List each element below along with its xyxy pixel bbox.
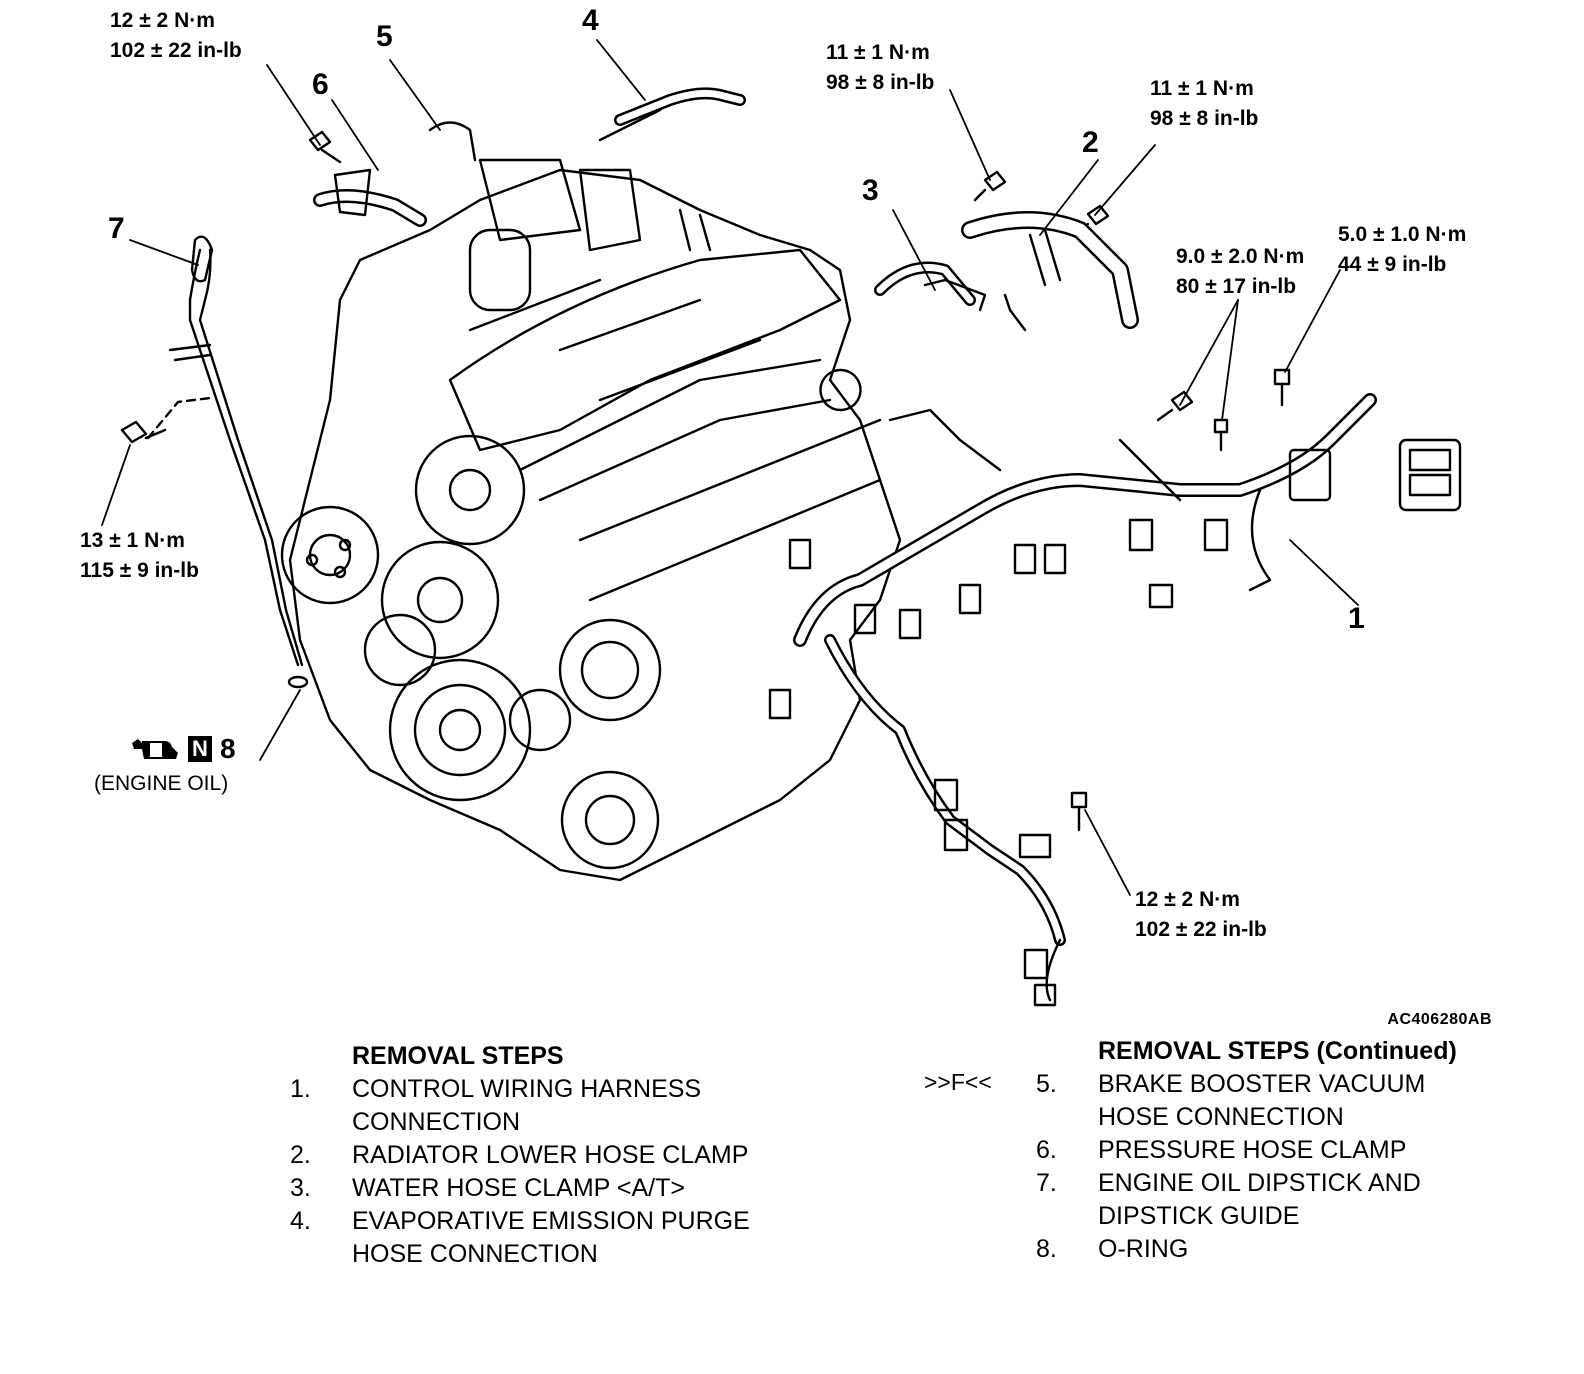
step-item: 7. ENGINE OIL DIPSTICK AND DIPSTICK GUIDE [1036,1167,1498,1233]
step-number: 8. [1036,1235,1057,1263]
step-number: 7. [1036,1169,1057,1197]
step-text: PRESSURE HOSE CLAMP [1098,1136,1407,1164]
callout-4: 4 [582,4,599,37]
callout-1: 1 [1348,602,1365,635]
torque-inlb: 115 ± 9 in-lb [80,559,199,582]
torque-nm: 9.0 ± 2.0 N·m [1176,245,1305,268]
removal-steps-heading: REMOVAL STEPS [352,1042,564,1070]
torque-inlb: 102 ± 22 in-lb [1135,918,1267,941]
torque-label: 13 ± 1 N·m 115 ± 9 in-lb [80,526,199,586]
service-mark: >>F<< [924,1069,992,1095]
leader-lines [101,39,1359,896]
new-part-mark: N [188,736,212,762]
step-number: 1. [290,1075,311,1103]
torque-nm: 11 ± 1 N·m [1150,77,1254,100]
step-number: 5. [1036,1070,1057,1098]
wiring-harness [768,393,1462,1007]
removal-steps-continued-heading: REMOVAL STEPS (Continued) [1098,1037,1457,1065]
bolts [120,130,1291,832]
callout-2: 2 [1082,126,1099,159]
removal-steps-continued: REMOVAL STEPS (Continued) 5. BRAKE BOOSTE… [1036,1035,1498,1266]
torque-label: 9.0 ± 2.0 N·m 80 ± 17 in-lb [1176,242,1304,302]
callout-8: 8 [220,733,236,764]
step-text: O-RING [1098,1235,1189,1263]
step-text: EVAPORATIVE EMISSION PURGE HOSE CONNECTI… [352,1207,750,1268]
step-text: RADIATOR LOWER HOSE CLAMP [352,1141,749,1169]
torque-label: 11 ± 1 N·m 98 ± 8 in-lb [1150,74,1258,134]
torque-nm: 5.0 ± 1.0 N·m [1338,223,1467,246]
step-number: 3. [290,1174,311,1202]
torque-inlb: 98 ± 8 in-lb [826,71,935,94]
torque-inlb: 98 ± 8 in-lb [1150,107,1259,130]
torque-label: 5.0 ± 1.0 N·m 44 ± 9 in-lb [1338,220,1466,280]
engine-block [288,158,902,882]
step-item: 3. WATER HOSE CLAMP <A/T> [290,1172,772,1205]
oil-can-icon [132,739,178,759]
torque-inlb: 102 ± 22 in-lb [110,39,242,62]
step-item: 6. PRESSURE HOSE CLAMP [1036,1134,1498,1167]
step-item: 4. EVAPORATIVE EMISSION PURGE HOSE CONNEC… [290,1205,772,1271]
oil-note: N 8 [128,733,236,765]
dipstick [146,235,309,689]
step-item: 5. BRAKE BOOSTER VACUUM HOSE CONNECTION [1036,1068,1498,1134]
step-number: 2. [290,1141,311,1169]
callout-6: 6 [312,68,329,101]
engine-oil-label: (ENGINE OIL) [94,772,229,795]
torque-label: 12 ± 2 N·m 102 ± 22 in-lb [110,6,242,66]
step-number: 4. [290,1207,311,1235]
torque-nm: 12 ± 2 N·m [1135,888,1240,911]
step-text: CONTROL WIRING HARNESS CONNECTION [352,1075,702,1136]
torque-inlb: 44 ± 9 in-lb [1338,253,1447,276]
callout-7: 7 [108,212,125,245]
removal-steps: REMOVAL STEPS 1. CONTROL WIRING HARNESS C… [290,1040,772,1271]
pulleys [280,434,662,870]
torque-inlb: 80 ± 17 in-lb [1176,275,1297,298]
step-text: WATER HOSE CLAMP <A/T> [352,1174,685,1202]
torque-label: 11 ± 1 N·m 98 ± 8 in-lb [826,38,934,98]
step-text: ENGINE OIL DIPSTICK AND DIPSTICK GUIDE [1098,1169,1421,1230]
torque-nm: 11 ± 1 N·m [826,41,930,64]
step-text: BRAKE BOOSTER VACUUM HOSE CONNECTION [1098,1070,1426,1131]
callout-5: 5 [376,20,393,53]
torque-nm: 12 ± 2 N·m [110,9,215,32]
callout-3: 3 [862,174,879,207]
figure-code: AC406280AB [1387,1011,1492,1028]
engine-illustration [101,39,1462,1007]
step-number: 6. [1036,1136,1057,1164]
hoses [313,87,1139,332]
step-item: 8. O-RING [1036,1233,1498,1266]
torque-nm: 13 ± 1 N·m [80,529,185,552]
step-item: 1. CONTROL WIRING HARNESS CONNECTION [290,1073,772,1139]
step-item: 2. RADIATOR LOWER HOSE CLAMP [290,1139,772,1172]
torque-label: 12 ± 2 N·m 102 ± 22 in-lb [1135,885,1267,945]
